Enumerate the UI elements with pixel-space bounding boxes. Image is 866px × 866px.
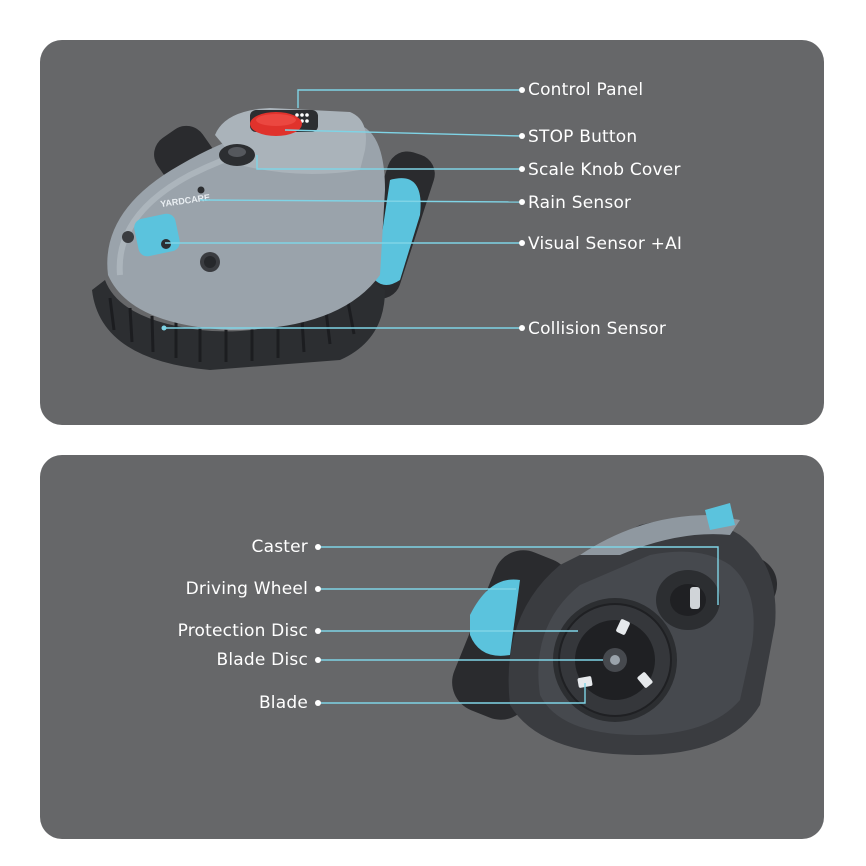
mower-underside-illustration <box>315 503 778 755</box>
label-protection-disc: Protection Disc <box>177 621 308 641</box>
label-caster: Caster <box>251 537 308 557</box>
bottom-view-panel: Caster Driving Wheel Protection Disc Bla… <box>40 455 824 839</box>
label-collision-sensor: Collision Sensor <box>528 319 667 339</box>
label-control-panel: Control Panel <box>528 80 644 100</box>
side-accent <box>375 178 421 285</box>
rain-sensor-shape <box>197 186 205 194</box>
label-rain-sensor: Rain Sensor <box>528 193 632 213</box>
caster-shape <box>656 570 720 630</box>
callout-lines-bottom <box>318 546 719 704</box>
collision-bumper <box>92 280 385 370</box>
top-accent <box>705 503 735 530</box>
label-visual-sensor: Visual Sensor +AI <box>528 234 683 254</box>
label-blade: Blade <box>258 693 308 713</box>
callout-dots-top <box>519 87 525 331</box>
visual-sensor-shape <box>134 213 180 257</box>
label-blade-disc: Blade Disc <box>216 650 308 670</box>
callout-dots-bottom <box>315 544 321 706</box>
blade-disc-shape <box>575 620 655 700</box>
label-driving-wheel: Driving Wheel <box>185 579 308 599</box>
top-view-panel: YARDCARE Control Panel STOP Button Scale… <box>40 40 824 425</box>
label-scale-knob-cover: Scale Knob Cover <box>528 160 681 180</box>
mower-top-illustration: YARDCARE <box>92 87 525 370</box>
callout-lines-top <box>164 89 523 329</box>
mower-shell <box>107 122 385 330</box>
blade-shapes <box>577 619 653 688</box>
label-stop-button: STOP Button <box>528 127 638 147</box>
